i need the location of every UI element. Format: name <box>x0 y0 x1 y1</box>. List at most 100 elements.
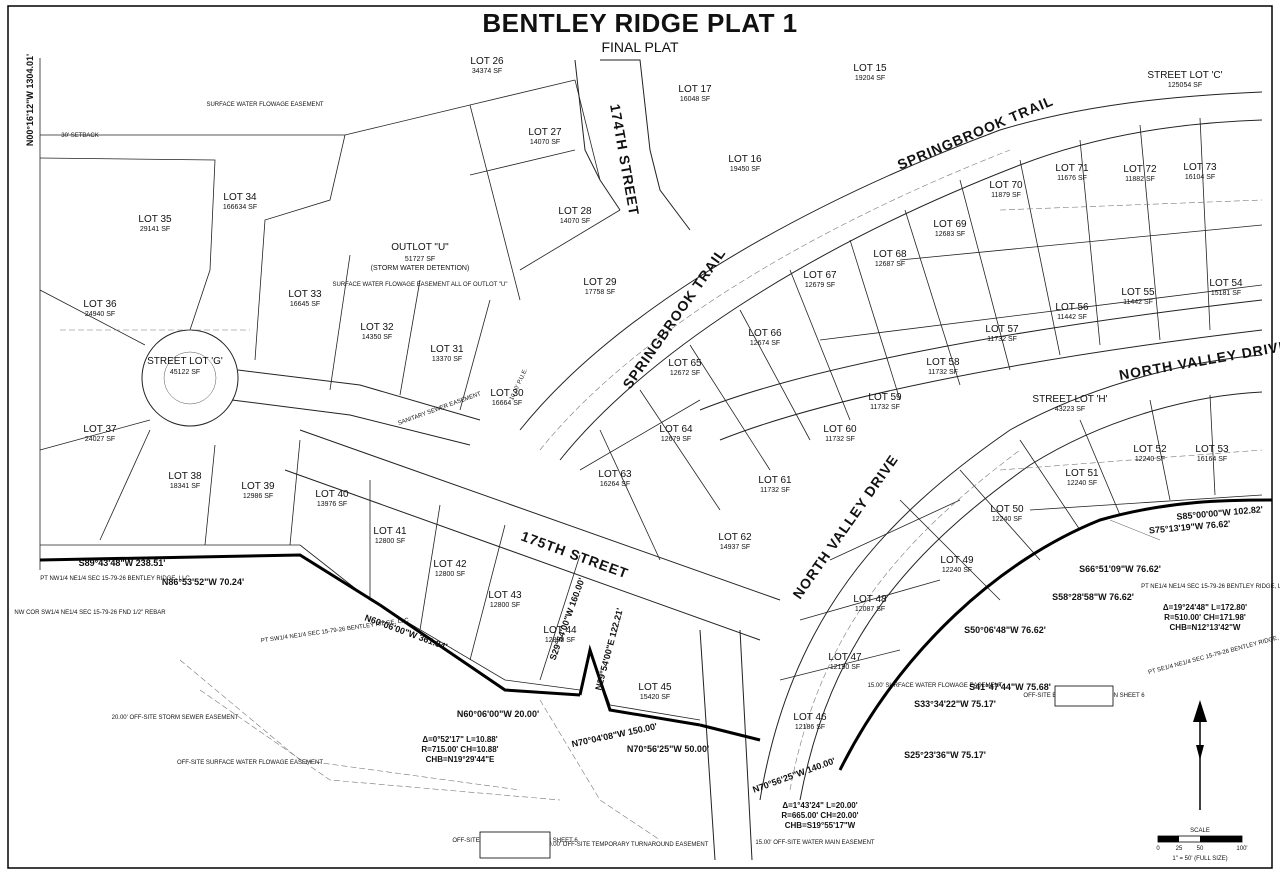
lot-label: LOT 39 <box>241 481 275 492</box>
street-north-valley-upper: NORTH VALLEY DRIVE <box>1118 337 1280 383</box>
street-lot-g-label: STREET LOT 'G' <box>147 356 223 367</box>
plat-note: PT SW1/4 NE1/4 SEC 15-79-26 BENTLEY RIDG… <box>261 618 410 645</box>
curve-data: R=665.00' CH=20.00' <box>781 811 858 820</box>
bearing-label: N60°06'00"W 20.00' <box>457 709 539 719</box>
street-lot-h-label: STREET LOT 'H' <box>1032 394 1107 405</box>
street-174th: 174TH STREET <box>607 103 642 217</box>
easement-lines <box>60 149 1263 841</box>
boundary-lines <box>39 498 1273 771</box>
lot-label: LOT 70 <box>989 180 1023 191</box>
north-arrow-icon <box>1193 700 1207 810</box>
lot-area: 14070 SF <box>560 218 590 225</box>
bearing-label: N86°53'52"W 70.24' <box>162 577 244 587</box>
lot-area: 12190 SF <box>830 664 860 671</box>
lot-area: 11732 SF <box>928 369 958 376</box>
scale-title: SCALE <box>1190 828 1210 834</box>
bearing-label: S66°51'09"W 76.62' <box>1079 564 1161 574</box>
outlot-note: (STORM WATER DETENTION) <box>371 265 470 272</box>
lot-label: LOT 41 <box>373 526 407 537</box>
lot-area: 14070 SF <box>530 139 560 146</box>
lot-label: LOT 62 <box>718 532 752 543</box>
scale-tick-3: 100' <box>1236 846 1247 852</box>
street-north-valley-lower: NORTH VALLEY DRIVE <box>789 451 901 601</box>
lot-area: 12240 SF <box>1067 480 1097 487</box>
curve-data: CHB=S19°55'17"W <box>785 821 856 830</box>
lot-area: 11882 SF <box>1125 176 1155 183</box>
lot-label: LOT 31 <box>430 344 464 355</box>
lot-label: LOT 65 <box>668 358 702 369</box>
bearing-label: N70°56'25"W 140.00' <box>751 756 836 795</box>
lot-label: LOT 56 <box>1055 302 1089 313</box>
lot-area: 19450 SF <box>730 166 760 173</box>
lot-area: 12687 SF <box>875 261 905 268</box>
plat-title: BENTLEY RIDGE PLAT 1 <box>482 8 797 38</box>
curve-data: Δ=19°24'48" L=172.80' <box>1163 603 1247 612</box>
outlot-area: 51727 SF <box>405 256 435 263</box>
lot-area: 12240 SF <box>992 516 1022 523</box>
lot-area: 12240 SF <box>942 567 972 574</box>
lot-area: 13370 SF <box>432 356 462 363</box>
lot-label: LOT 15 <box>853 63 887 74</box>
lot-area: 16264 SF <box>600 481 630 488</box>
lot-label: LOT 68 <box>873 249 907 260</box>
lot-label: LOT 61 <box>758 475 792 486</box>
street-lot-h-area: 43223 SF <box>1055 406 1085 413</box>
lot-area: 16104 SF <box>1185 174 1215 181</box>
lot-label: LOT 44 <box>543 625 577 636</box>
lot-area: 12672 SF <box>670 370 700 377</box>
lot-label: LOT 55 <box>1121 287 1155 298</box>
plat-note: PT NW1/4 NE1/4 SEC 15-79-26 BENTLEY RIDG… <box>40 576 190 582</box>
lot-area: 15420 SF <box>640 694 670 701</box>
lot-label: LOT 67 <box>803 270 837 281</box>
lot-label: LOT 33 <box>288 289 322 300</box>
lot-lines <box>39 58 1263 721</box>
lot-area: 11879 SF <box>991 192 1021 199</box>
scale-tick-1: 25 <box>1176 846 1183 852</box>
lot-area: 12800 SF <box>375 538 405 545</box>
scale-ratio: 1" = 50' (FULL SIZE) <box>1172 856 1227 862</box>
lot-area: 11732 SF <box>825 436 855 443</box>
lot-label: LOT 17 <box>678 84 712 95</box>
lot-label: LOT 30 <box>490 388 524 399</box>
lot-label: LOT 29 <box>583 277 617 288</box>
offsite-detail-box-right <box>1054 685 1114 707</box>
lot-area: 12683 SF <box>935 231 965 238</box>
lot-area: 12240 SF <box>1135 456 1165 463</box>
lot-label: LOT 51 <box>1065 468 1099 479</box>
street-lot-g-area: 45122 SF <box>170 369 200 376</box>
lot-area: 13976 SF <box>317 501 347 508</box>
scale-tick-2: 50 <box>1197 846 1204 852</box>
outlot-label: OUTLOT "U" <box>391 242 449 253</box>
lot-label: LOT 63 <box>598 469 632 480</box>
lot-area: 16664 SF <box>492 400 522 407</box>
lot-label: LOT 46 <box>793 712 827 723</box>
lot-label: LOT 66 <box>748 328 782 339</box>
lot-label: LOT 36 <box>83 299 117 310</box>
lot-area: 12674 SF <box>750 340 780 347</box>
lot-label: LOT 43 <box>488 590 522 601</box>
lot-area: 17758 SF <box>585 289 615 296</box>
lot-area: 14350 SF <box>362 334 392 341</box>
lot-label: LOT 72 <box>1123 164 1157 175</box>
lot-label: LOT 16 <box>728 154 762 165</box>
scale-bar: SCALE 0 25 50 100' 1" = 50' (FULL SIZE) <box>1156 828 1247 862</box>
lot-label: LOT 71 <box>1055 163 1089 174</box>
lot-area: 24027 SF <box>85 436 115 443</box>
lot-label: LOT 49 <box>940 555 974 566</box>
lot-label: LOT 47 <box>828 652 862 663</box>
bearing-label: N70°56'25"W 50.00' <box>627 744 709 754</box>
plat-note: 15.00' SURFACE WATER FLOWAGE EASEMENT <box>868 683 1003 689</box>
lot-label: LOT 57 <box>985 324 1019 335</box>
curve-labels: Δ=0°52'17" L=10.88'R=715.00' CH=10.88'CH… <box>421 603 1247 830</box>
lot-label: LOT 35 <box>138 214 172 225</box>
plat-note: SANITARY SEWER EASEMENT <box>397 391 482 427</box>
lot-area: 12986 SF <box>243 493 273 500</box>
lot-area: 12679 SF <box>661 436 691 443</box>
plat-note: NW COR SW1/4 NE1/4 SEC 15-79-26 FND 1/2"… <box>14 610 166 616</box>
lot-area: 16164 SF <box>1197 456 1227 463</box>
lot-area: 12679 SF <box>805 282 835 289</box>
lot-area: 11442 SF <box>1057 314 1087 321</box>
lot-area: 12800 SF <box>435 571 465 578</box>
